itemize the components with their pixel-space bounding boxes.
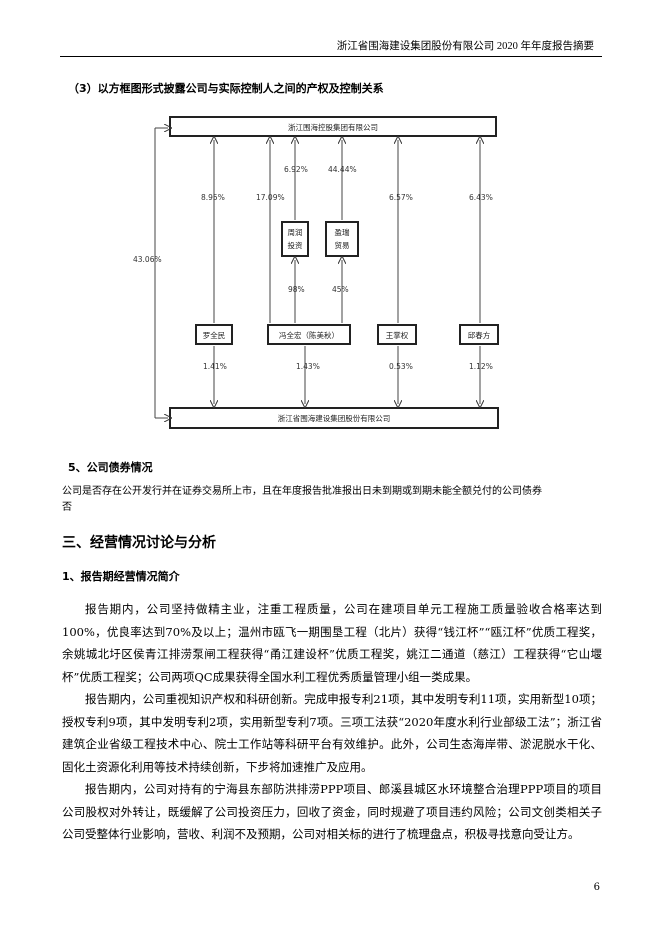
paragraph-3: 报告期内，公司对持有的宁海县东部防洪排涝PPP项目、郎溪县城区水环境整合治理PP…	[62, 782, 602, 841]
person-2-label: 冯全宏（陈美秋）	[279, 330, 339, 340]
ownership-heading: （3）以方框图形式披露公司与实际控制人之间的产权及控制关系	[68, 82, 384, 95]
header-rule	[60, 56, 602, 57]
mid-b-label-2: 贸易	[335, 240, 350, 250]
person-4-label: 邱春方	[468, 330, 491, 340]
bottom-company-label: 浙江省围海建设集团股份有限公司	[278, 413, 391, 423]
person-box-3	[377, 324, 417, 345]
person-box-2	[267, 324, 351, 345]
page-number: 6	[593, 882, 600, 893]
pct-p2-bottom: 1.43%	[296, 362, 320, 371]
pct-p1-bottom: 1.41%	[203, 362, 227, 371]
bonds-answer: 否	[62, 502, 72, 513]
paragraph-2: 报告期内，公司重视知识产权和科研创新。完成申报专利21项，其中发明专利11项，实…	[62, 692, 602, 774]
pct-p2-top: 17.09%	[256, 193, 285, 202]
person-box-4	[459, 324, 499, 345]
pct-left-outer: 43.06%	[133, 255, 162, 264]
pct-p1-top: 8.95%	[201, 193, 225, 202]
person-3-label: 王掌权	[386, 330, 409, 340]
pct-mida-from: 98%	[288, 285, 305, 294]
pct-midb-from: 45%	[332, 285, 349, 294]
ops-heading: 三、经营情况讨论与分析	[62, 535, 216, 551]
person-box-1	[195, 324, 233, 345]
pct-p3-top: 6.57%	[389, 193, 413, 202]
pct-p4-top: 6.43%	[469, 193, 493, 202]
pct-p4-bottom: 1.12%	[469, 362, 493, 371]
mid-b-label-1: 盈瑞	[335, 227, 350, 237]
pct-mida-top: 6.92%	[284, 165, 308, 174]
ops-subheading: 1、报告期经营情况简介	[62, 570, 180, 583]
pct-p3-bottom: 0.53%	[389, 362, 413, 371]
bonds-heading: 5、公司债券情况	[68, 461, 153, 474]
paragraph-1: 报告期内，公司坚持做精主业，注重工程质量，公司在建项目单元工程施工质量验收合格率…	[62, 602, 602, 684]
person-1-label: 罗全民	[203, 330, 226, 340]
top-company-label: 浙江围海控股集团有限公司	[288, 122, 378, 132]
header-title: 浙江省围海建设集团股份有限公司 2020 年年度报告摘要	[336, 41, 594, 52]
bonds-question: 公司是否存在公开发行并在证券交易所上市，且在年度报告批准报出日未到期或到期未能全…	[62, 486, 542, 497]
mid-a-label-1: 周润	[288, 227, 303, 237]
pct-midb-top: 44.44%	[328, 165, 357, 174]
mid-a-label-2: 投资	[288, 240, 303, 250]
